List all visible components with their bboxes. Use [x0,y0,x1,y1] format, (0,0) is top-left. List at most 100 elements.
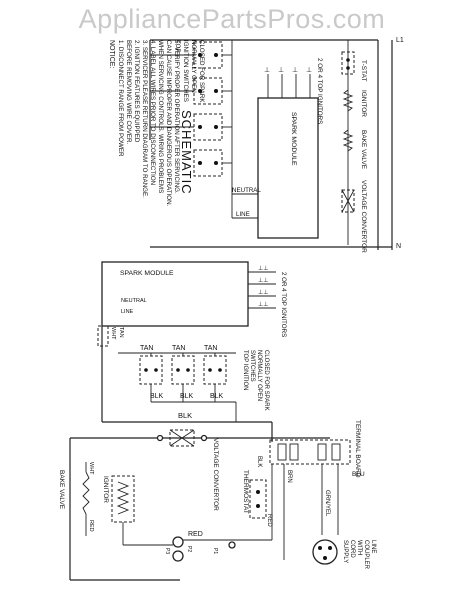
lower-vc-box [169,429,195,447]
bake-valve-label: BAKE VALVE [360,130,367,170]
thermostat-label: THERMOSTAT [242,470,249,514]
supply-cord-label-4: COUPLER [363,540,369,570]
brn-label: BRN [286,470,292,483]
sw2-b [214,89,218,93]
lower-switch-1 [139,355,163,385]
terminal-board-label: TERMINAL BOARD [354,420,361,478]
red-bake-label: RED [88,520,94,532]
lower-switch-3 [203,355,227,385]
note-line-2: BEFORE REMOVING WIRE COVER. [125,40,132,144]
sw1-a [198,53,202,57]
plug-connectors [122,522,273,562]
supply-cord-label-1: SUPPLY [342,540,348,563]
ignitor-resistor [342,89,354,112]
lower-spark-module-label: SPARK MODULE [120,270,174,277]
lt-glyph-4: ⊥⊥ [258,301,268,308]
ls3a [208,368,212,372]
note-line-5: 4. LABEL ALL WIRES PRIOR TO DISCONNECTIO… [149,40,156,185]
blu-label: BLU [352,471,365,478]
tb-s2 [289,443,299,461]
bake-valve-coil [342,129,354,152]
upper-ignitor-terminals: ⊥ ⊥ ⊥ ⊥ [264,67,312,98]
top-switches-label-2: IGNITION SWITCHES [182,40,189,102]
lower-neutral-label: NEUTRAL [121,298,147,304]
th-b [256,504,260,508]
lower-line-label: LINE [121,309,134,315]
ignitor-element [116,481,130,515]
vc-cross-2 [341,189,355,213]
note-line-8: 5. VERIFY PROPER OPERATION AFTER SERVICI… [173,40,180,194]
ignitor-label: IGNITOR [360,90,367,117]
voltage-convertor-box [341,189,355,213]
lower-switches-label-4: CLOSED FOR SPARK [263,350,269,411]
cp-2 [328,546,332,550]
tstat-label: T-STAT [360,60,367,81]
lower-switches-label-3: NORMALLY OPEN [256,350,262,401]
spark-module-label: SPARK MODULE [290,112,297,166]
voltage-convertor-label: VOLTAGE CONVERTOR [360,180,367,253]
supply-cord-coupler [312,539,338,565]
schematic-title: SCHEMATIC [179,110,194,195]
electrode-glyph-1: ⊥ [264,67,270,74]
lower-switches-label-2: SWITCHES [249,350,255,382]
cp-3 [323,556,327,560]
lt-glyph-3: ⊥⊥ [258,289,268,296]
lower-switch-row [139,353,227,402]
top-switches-label-group: TOP IGNITION SWITCHES NORMALLY OPEN CLOS… [174,40,205,103]
lower-switches-label-1: TOP IGNITION [242,350,248,390]
electrode-glyph-3: ⊥ [292,67,298,74]
tan-label: TAN [118,327,124,338]
sw4-a [198,161,202,165]
plug-3 [228,541,236,549]
thermostat-box [249,479,267,519]
lower-spark-module-box [101,261,249,327]
cp-1 [318,546,322,550]
sw3-a [198,125,202,129]
p3-label: P3 [164,548,170,554]
ignitor-lower-label: IGNITOR [102,476,109,503]
n-label: N [396,243,401,250]
upper-schematic: SCHEMATIC NOTICE: 1. DISCONNECT RANGE FR… [108,37,404,253]
note-line-1: 1. DISCONNECT RANGE FROM POWER [117,40,124,157]
tan-label-2: TAN [172,345,185,352]
note-line-7: CAN CAUSE IMPROPER AND DANGEROUS OPERATI… [165,40,172,207]
notice-block: NOTICE: 1. DISCONNECT RANGE FROM POWER B… [108,40,180,207]
supply-cord-label-3: WITH [356,540,362,555]
wht-bake-label: WHT [88,462,94,475]
lower-switches-label-group: TOP IGNITION SWITCHES NORMALLY OPEN CLOS… [242,350,269,411]
red-bottom-label: RED [188,531,203,538]
ls1a [144,368,148,372]
tstat-contact-2 [346,66,350,70]
tb-s4 [331,443,341,461]
ls1b [154,368,158,372]
line-label: LINE [236,211,250,218]
vc-conn-1 [156,434,164,442]
spark-module-box [257,97,319,239]
grn-yel-label: GRN/YEL [324,490,330,517]
tan-label-3: TAN [204,345,217,352]
supply-cord-label-2: CORD [349,540,355,558]
ignitor-box [111,475,135,523]
tstat-contact [346,58,350,62]
tan-label-1: TAN [140,345,153,352]
blk-label-3: BLK [210,393,224,400]
top-switches-label-1: TOP [174,40,181,53]
wht-label: WHT [110,327,116,340]
blk-tb-label: BLK [256,456,262,467]
ls2a [176,368,180,372]
tb-s1 [277,443,287,461]
vc-conn-2 [200,434,208,442]
red-tstat-label: RED [266,514,272,527]
top-ignitors-label: 2 OR 4 TOP IGNITORS [316,58,323,124]
neutral-label: NEUTRAL [232,187,261,194]
terminal-screws [277,443,341,461]
top-switches-label-4: CLOSED FOR SPARK [198,40,205,103]
lower-switch-2 [171,355,195,385]
notice-title: NOTICE: [108,40,115,68]
supply-cord-label-5: LINE [370,540,376,553]
top-switches-label-3: NORMALLY OPEN [190,40,197,93]
schematic-title-group: SCHEMATIC [179,110,194,195]
note-line-3: 2. IGNITION FEATURES EQUIPPED [133,40,140,143]
